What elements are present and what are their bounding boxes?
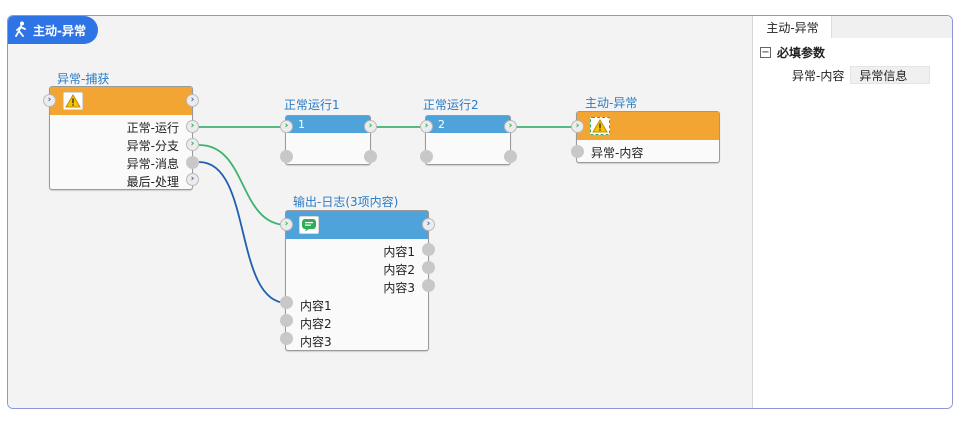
run2-exec-in-port[interactable]: › <box>420 120 433 133</box>
catch-finally-port[interactable]: › <box>186 173 199 186</box>
node-log-title: 输出-日志(3项内容) <box>293 195 399 209</box>
node-raise[interactable]: 异常-内容 <box>576 111 720 163</box>
log-exec-out-port[interactable]: › <box>422 218 435 231</box>
walking-person-icon <box>14 21 28 40</box>
log-output-label: 内容1 <box>383 245 415 259</box>
log-output-port[interactable] <box>422 279 435 292</box>
raise-input-label: 异常-内容 <box>591 146 644 160</box>
message-icon <box>299 216 319 234</box>
catch-exec-out-port[interactable]: › <box>186 94 199 107</box>
flow-name: 主动-异常 <box>33 23 86 38</box>
tab-properties[interactable]: 主动-异常 <box>754 16 832 38</box>
node-run2-header <box>426 116 510 133</box>
node-run2-title: 正常运行2 <box>423 98 479 112</box>
run1-exec-in-port[interactable]: › <box>280 120 293 133</box>
run2-exec-out-port[interactable]: › <box>504 120 517 133</box>
log-input-port[interactable] <box>280 296 293 309</box>
log-output-port[interactable] <box>422 261 435 274</box>
raise-exec-in-port[interactable]: › <box>571 120 584 133</box>
run1-data-out-port[interactable] <box>364 150 377 163</box>
node-catch-title: 异常-捕获 <box>57 72 110 86</box>
node-log[interactable]: 内容1 内容2 内容3 内容1 内容2 内容3 <box>285 210 429 351</box>
run2-value: 2 <box>438 118 445 131</box>
catch-output-label: 异常-消息 <box>126 157 179 171</box>
log-input-label: 内容1 <box>300 299 332 313</box>
node-run1-title: 正常运行1 <box>284 98 340 112</box>
log-output-label: 内容3 <box>383 281 415 295</box>
run1-exec-out-port[interactable]: › <box>364 120 377 133</box>
node-run2[interactable]: 2 <box>425 115 511 165</box>
run1-value: 1 <box>298 118 305 131</box>
node-raise-title: 主动-异常 <box>585 96 638 110</box>
connection-wires <box>198 126 578 304</box>
flow-editor: 主动-异常 异常-捕获 正常-运行 异常-分支 异常-消息 最后-处理 › › … <box>7 15 953 409</box>
log-output-label: 内容2 <box>383 263 415 277</box>
catch-output-label: 最后-处理 <box>126 175 179 189</box>
log-input-label: 内容3 <box>300 335 332 349</box>
log-exec-in-port[interactable]: › <box>280 218 293 231</box>
param-row: 异常-内容 异常信息 <box>792 66 931 84</box>
log-input-label: 内容2 <box>300 317 332 331</box>
param-label: 异常-内容 <box>792 68 845 83</box>
tab-properties-label: 主动-异常 <box>766 20 819 35</box>
param-value-field[interactable]: 异常信息 <box>850 66 931 84</box>
warning-icon <box>63 92 83 110</box>
wire-message-to-log <box>198 161 288 304</box>
node-catch[interactable]: 正常-运行 异常-分支 异常-消息 最后-处理 <box>49 86 193 190</box>
node-run1[interactable]: 1 <box>285 115 371 165</box>
node-run1-header <box>286 116 370 133</box>
run1-data-in-port[interactable] <box>280 150 293 163</box>
flow-canvas[interactable]: 主动-异常 异常-捕获 正常-运行 异常-分支 异常-消息 最后-处理 › › … <box>8 16 753 408</box>
catch-branch-port[interactable]: › <box>186 138 199 151</box>
group-label: 必填参数 <box>777 46 826 60</box>
catch-normal-port[interactable]: › <box>186 120 199 133</box>
catch-exec-in-port[interactable]: › <box>43 94 56 107</box>
properties-panel: 主动-异常 − 必填参数 异常-内容 异常信息 <box>754 16 952 408</box>
log-output-port[interactable] <box>422 243 435 256</box>
run2-data-in-port[interactable] <box>420 150 433 163</box>
catch-output-label: 异常-分支 <box>126 139 179 153</box>
log-input-port[interactable] <box>280 314 293 327</box>
collapse-toggle[interactable]: − <box>760 46 771 58</box>
log-input-port[interactable] <box>280 332 293 345</box>
warning-icon <box>590 117 610 135</box>
flow-name-tag[interactable]: 主动-异常 <box>8 16 98 44</box>
catch-message-port[interactable] <box>186 156 199 169</box>
run2-data-out-port[interactable] <box>504 150 517 163</box>
raise-content-port[interactable] <box>571 145 584 158</box>
required-params-group: − 必填参数 <box>760 44 825 61</box>
catch-output-label: 正常-运行 <box>126 121 179 135</box>
wire-branch-to-log <box>198 144 288 226</box>
panel-tab-bar: 主动-异常 <box>754 16 952 38</box>
